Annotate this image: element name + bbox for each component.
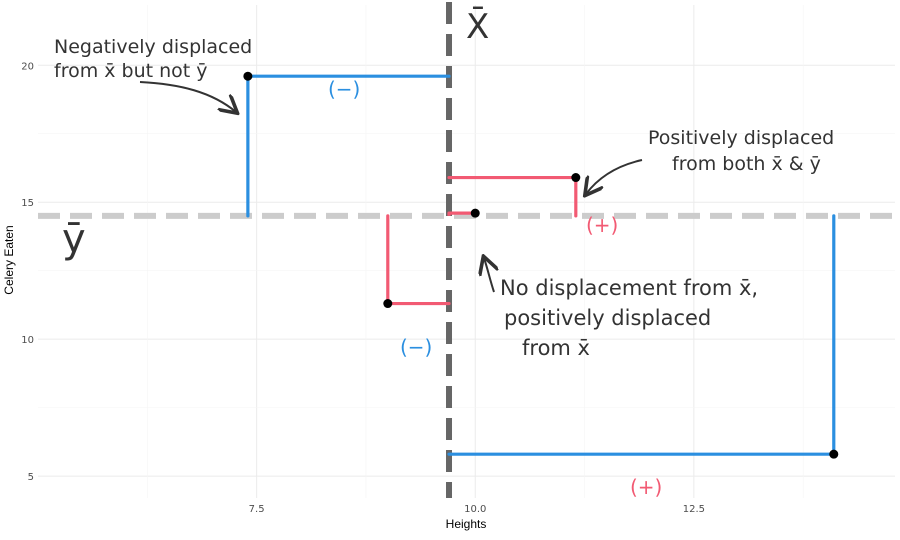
data-points	[243, 71, 839, 459]
sign-positive-mid: (+)	[586, 213, 618, 237]
data-point	[829, 449, 839, 459]
y-tick-label: 10	[21, 335, 34, 346]
data-point	[383, 299, 393, 309]
gridlines	[38, 5, 895, 498]
x-tick-label: 12.5	[683, 504, 705, 515]
displacement-segments	[246, 74, 836, 456]
annotation-no-displacement: No displacement from x̄, positively disp…	[500, 276, 765, 360]
x-tick-labels: 7.5 10.0 12.5	[249, 504, 705, 515]
y-axis-title: Celery Eaten	[2, 225, 16, 294]
arrow-negative-x	[139, 81, 236, 112]
y-tick-label: 5	[28, 472, 34, 483]
x-tick-label: 7.5	[249, 504, 265, 515]
x-tick-label: 10.0	[464, 504, 486, 515]
y-tick-label: 20	[21, 61, 34, 72]
x-axis-title: Heights	[446, 517, 487, 531]
y-tick-labels: 5 10 15 20	[21, 61, 34, 483]
data-point	[470, 208, 480, 218]
sign-positive-bottom: (+)	[630, 475, 662, 499]
y-mean-label: ȳ	[62, 216, 86, 262]
sign-negative-top: (−)	[328, 77, 360, 101]
arrow-positive-both	[586, 159, 643, 194]
data-point	[571, 173, 581, 183]
annotation-negative-x: Negatively displaced from x̄ but not ȳ	[54, 36, 258, 82]
x-mean-label: X̄	[466, 6, 489, 47]
annotation-positive-both: Positively displaced from both x̄ & ȳ	[648, 127, 840, 175]
y-tick-label: 15	[21, 198, 34, 209]
sign-negative-mid: (−)	[400, 335, 432, 359]
arrow-no-displacement	[484, 258, 494, 293]
data-point	[243, 71, 253, 81]
